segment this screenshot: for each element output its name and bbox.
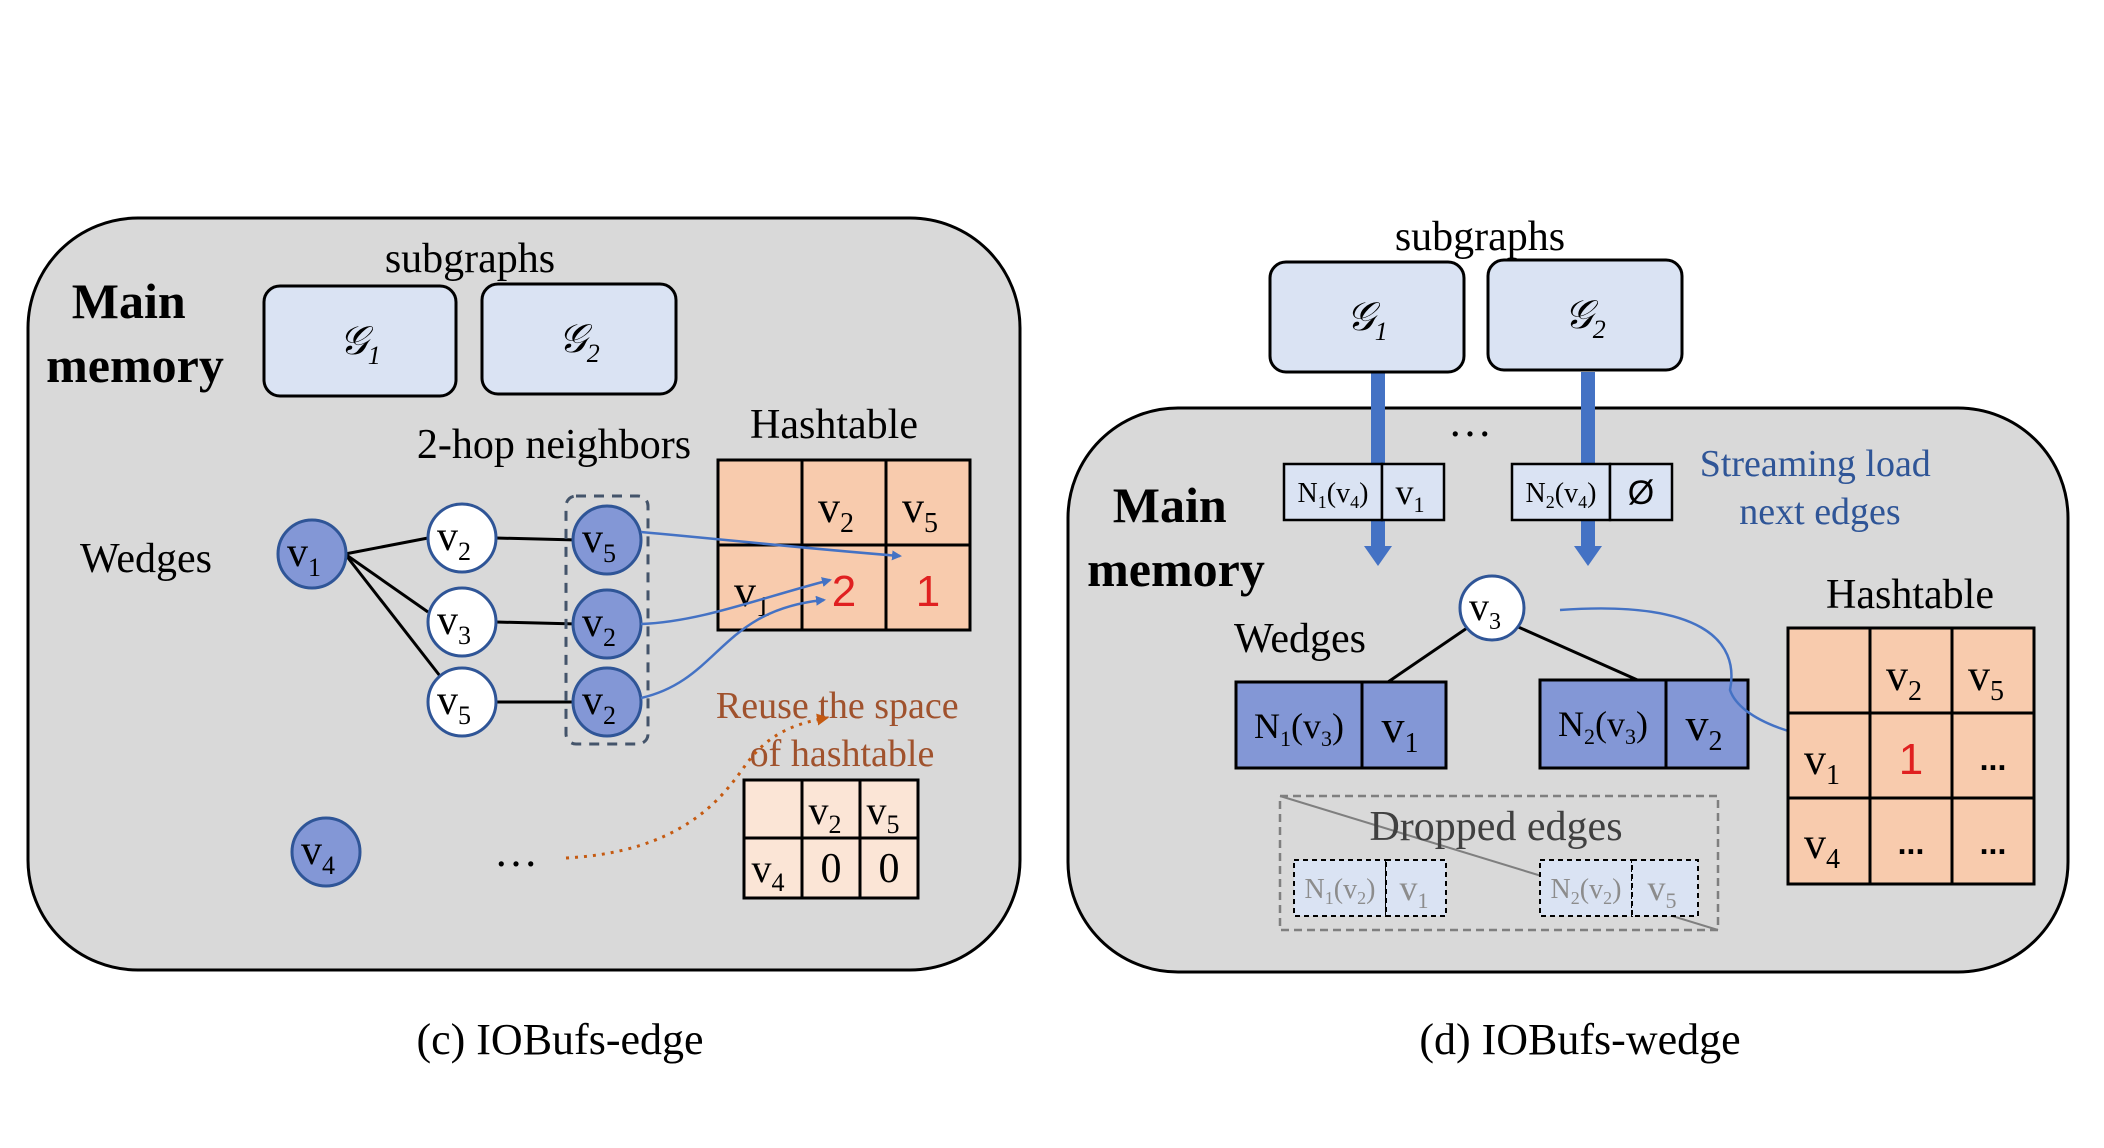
main-memory-label-c: Main memory bbox=[46, 273, 224, 393]
svg-text:v5: v5 bbox=[437, 678, 471, 730]
svg-text:v1: v1 bbox=[287, 530, 321, 582]
hashtable-d-col-v5: v5 bbox=[1968, 651, 2004, 707]
svg-text:v1: v1 bbox=[1396, 472, 1425, 517]
edge-v1-v2 bbox=[344, 536, 429, 556]
svg-text:v2: v2 bbox=[582, 678, 616, 730]
subgraph-g1-label-d: 𝒢1 bbox=[1346, 294, 1387, 346]
small-table-row-v4: v4 bbox=[752, 846, 785, 897]
svg-text:N1(v4): N1(v4) bbox=[1298, 478, 1369, 512]
arrow-v2a-to-hash bbox=[640, 577, 832, 626]
small-table-cell-1: 0 bbox=[821, 846, 842, 892]
svg-text:N2(v4): N2(v4) bbox=[1526, 478, 1597, 512]
two-hop-group bbox=[564, 494, 650, 746]
stream-box-1: N1(v4) v1 bbox=[1282, 462, 1446, 522]
svg-text:v2: v2 bbox=[437, 514, 471, 566]
stream-box-2: N2(v4) Ø bbox=[1510, 462, 1674, 522]
svg-text:v1: v1 bbox=[1400, 868, 1429, 913]
main-memory-label-d: Main memory bbox=[1087, 477, 1265, 597]
node-v5-second: v5 bbox=[571, 504, 643, 576]
subgraph-g1-label-c: 𝒢1 bbox=[339, 318, 380, 370]
wedges-label-d: Wedges bbox=[1234, 616, 1366, 662]
hashtable-d-col-v2: v2 bbox=[1886, 651, 1922, 707]
edge-v3-wedge2 bbox=[1515, 624, 1643, 684]
hashtable-label-d: Hashtable bbox=[1826, 572, 1994, 618]
svg-text:N2(v2): N2(v2) bbox=[1551, 874, 1622, 908]
dropped-edges-group: Dropped edges N1(v2) v1 N2(v2) v5 bbox=[1278, 794, 1720, 932]
subgraph-g1-d bbox=[1268, 260, 1466, 374]
wedges-label-c: Wedges bbox=[80, 536, 212, 582]
panel-d: subgraphs 𝒢1 𝒢2 … N1(v4) v1 N2(v4) Ø Str… bbox=[1066, 214, 2070, 1064]
edge-v1-v5 bbox=[343, 553, 442, 677]
stream-bar-1 bbox=[1371, 372, 1385, 548]
edge-v1-v3 bbox=[344, 552, 429, 614]
svg-text:v5: v5 bbox=[582, 516, 616, 568]
svg-text:v2: v2 bbox=[582, 600, 616, 652]
node-v3-d: v3 bbox=[1458, 574, 1526, 642]
edge-v2-v5 bbox=[495, 536, 579, 542]
hashtable-c: v2 v5 v1 2 1 bbox=[716, 458, 972, 632]
subgraph-g2-c bbox=[480, 282, 678, 396]
svg-text:v3: v3 bbox=[1469, 584, 1501, 635]
caption-d: (d) IOBufs-wedge bbox=[1419, 1015, 1740, 1064]
edge-v3-v2 bbox=[495, 620, 579, 626]
node-v2-second-b: v2 bbox=[571, 666, 643, 738]
wedge-box-2: N2(v3) v2 bbox=[1538, 678, 1750, 770]
hashtable-c-col-v5: v5 bbox=[902, 483, 938, 539]
reuse-label: Reuse the space of hashtable bbox=[716, 685, 968, 775]
hashtable-label-c: Hashtable bbox=[750, 402, 918, 448]
hashtable-d-cell-22: ... bbox=[1980, 825, 2007, 861]
wedge-box-1: N1(v3) v1 bbox=[1234, 680, 1448, 770]
arrow-v5-to-hash bbox=[640, 530, 902, 561]
hashtable-d-cell-12: ... bbox=[1980, 741, 2007, 777]
hashtable-c-cell-1: 2 bbox=[832, 567, 856, 616]
hashtable-d-row-v4: v4 bbox=[1804, 819, 1840, 875]
hashtable-c-col-v2: v2 bbox=[818, 483, 854, 539]
dropped-edges-label: Dropped edges bbox=[1369, 804, 1622, 850]
node-v5-first: v5 bbox=[426, 666, 498, 738]
subgraphs-label-c: subgraphs bbox=[385, 236, 555, 282]
subgraphs-label-d: subgraphs bbox=[1395, 214, 1565, 260]
small-table-cell-2: 0 bbox=[879, 846, 900, 892]
svg-text:v4: v4 bbox=[301, 828, 335, 880]
stream-head-2 bbox=[1574, 546, 1602, 566]
subgraph-g1-c bbox=[262, 284, 458, 398]
reuse-arrow bbox=[565, 713, 829, 860]
caption-c: (c) IOBufs-edge bbox=[416, 1015, 703, 1064]
svg-text:N2(v3): N2(v3) bbox=[1558, 704, 1648, 749]
two-hop-neighbors-label: 2-hop neighbors bbox=[417, 422, 691, 468]
svg-text:v1: v1 bbox=[1382, 701, 1419, 759]
small-table-col-v2: v2 bbox=[809, 788, 842, 839]
stream-head-1 bbox=[1364, 546, 1392, 566]
hashtable-d-cell-11: 1 bbox=[1899, 735, 1923, 784]
panel-c: Main memory subgraphs 𝒢1 𝒢2 2-hop neighb… bbox=[26, 216, 1022, 1064]
empty-set-icon: Ø bbox=[1628, 474, 1654, 512]
node-v1: v1 bbox=[276, 518, 348, 590]
node-v2-second-a: v2 bbox=[571, 588, 643, 660]
hashtable-c-cell-2: 1 bbox=[916, 567, 940, 616]
svg-text:N1(v2): N1(v2) bbox=[1305, 874, 1376, 908]
node-v2-first: v2 bbox=[426, 502, 498, 574]
ellipsis-d: … bbox=[1448, 397, 1492, 446]
node-v3-first: v3 bbox=[426, 586, 498, 658]
small-table-col-v5: v5 bbox=[867, 788, 900, 839]
node-v4: v4 bbox=[290, 816, 362, 888]
svg-text:N1(v3): N1(v3) bbox=[1254, 706, 1344, 751]
edge-v3-wedge1 bbox=[1387, 624, 1471, 684]
svg-text:v3: v3 bbox=[437, 598, 471, 650]
ellipsis-c: … bbox=[494, 827, 538, 876]
hashtable-d-row-v1: v1 bbox=[1804, 735, 1840, 791]
stream-bar-2 bbox=[1581, 372, 1595, 548]
small-table-c: v2 v5 v4 0 0 bbox=[742, 778, 920, 900]
streaming-label: Streaming load next edges bbox=[1700, 443, 1941, 533]
svg-text:v2: v2 bbox=[1686, 699, 1723, 757]
hashtable-d: v2 v5 v1 v4 1 ... ... ... bbox=[1786, 626, 2036, 886]
subgraph-g2-d bbox=[1486, 258, 1684, 372]
arrow-v2b-to-hash bbox=[640, 595, 826, 700]
hashtable-d-cell-21: ... bbox=[1898, 825, 1925, 861]
svg-text:v5: v5 bbox=[1648, 868, 1677, 913]
